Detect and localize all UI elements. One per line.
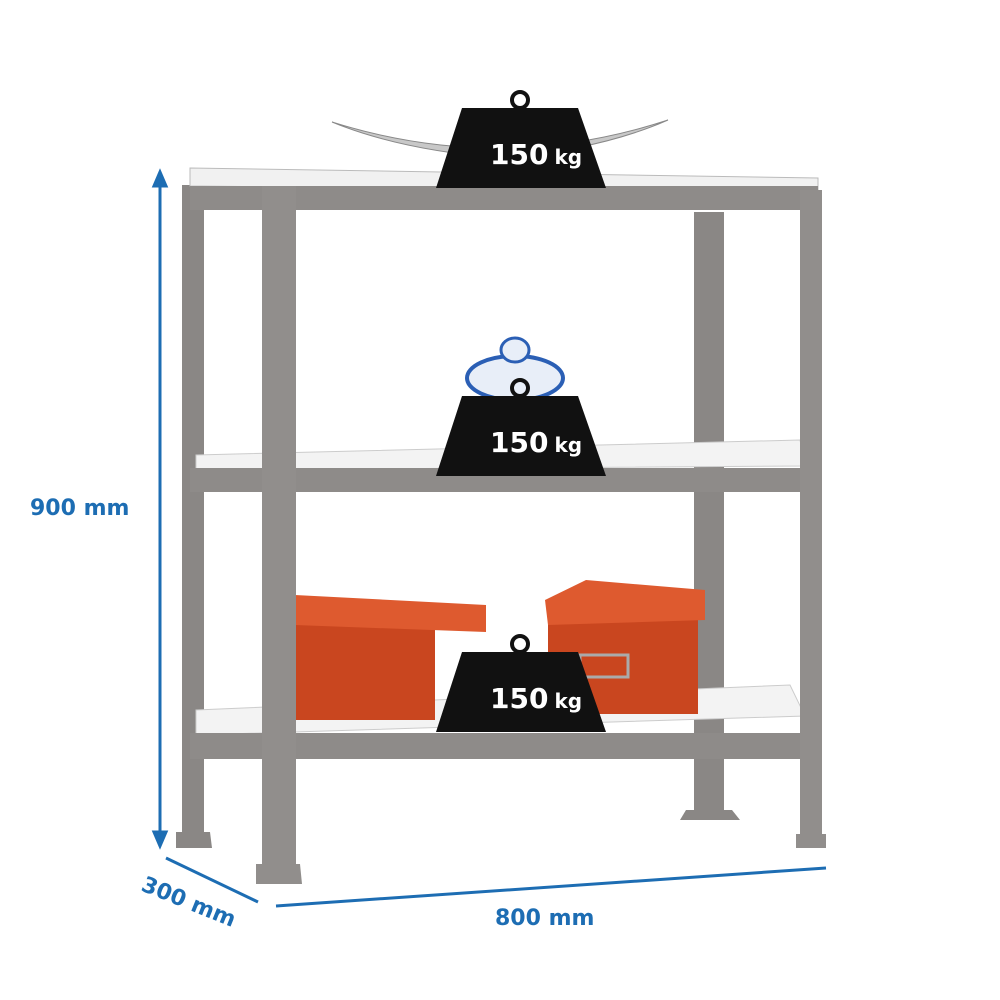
back-left-leg [182,185,204,840]
storage-box-left [295,595,486,720]
height-label: 900 mm [30,496,129,521]
width-label: 800 mm [495,906,594,931]
load-unit: kg [554,433,582,457]
load-value: 150 [490,426,548,459]
load-unit: kg [554,145,582,169]
load-unit: kg [554,689,582,713]
load-value: 150 [490,138,548,171]
depth-dimension-line [165,856,259,904]
front-left-leg [262,186,296,866]
load-value: 150 [490,682,548,715]
front-right-leg [800,190,822,835]
back-right-leg [694,212,724,812]
depth-label: 300 mm [138,872,240,932]
width-dimension-line [275,866,827,908]
